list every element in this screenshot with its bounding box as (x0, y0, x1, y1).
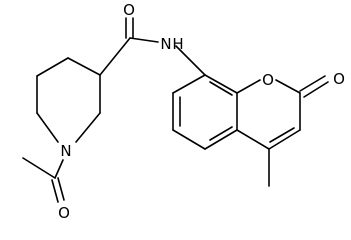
bond-amide-c-n (129, 37, 159, 43)
bond-benz-c7-c8 (204, 74, 238, 94)
molecule-structure: O N H N O O O (22, 1, 345, 222)
bond-lactone-carbonyl-a (299, 75, 326, 92)
atom-label-acetyl-oxygen: O (58, 204, 70, 222)
atom-labels: O N H N O O O (58, 1, 345, 222)
bond-ring-o-c2 (275, 79, 301, 94)
bond-c8-ring-o (236, 79, 261, 94)
atom-label-amide-oxygen: O (123, 1, 135, 19)
atom-label-amide-hydrogen: H (172, 35, 183, 53)
bond-benz-c8a-c4a (204, 129, 238, 150)
atom-label-ring-oxygen: O (262, 71, 274, 89)
bond-benz-c7-c8-inner (209, 81, 233, 96)
bond-c3-c4 (268, 129, 301, 150)
bond-benz-c6-c7 (172, 74, 206, 94)
bond-amide-c-ring (99, 37, 131, 76)
bond-lactone-carbonyl-b (303, 81, 329, 98)
bond-pip-c4-c3 (67, 57, 101, 76)
atom-label-lactone-oxygen: O (333, 70, 345, 88)
bond-pip-c1-n (36, 112, 59, 143)
bond-benz-c8a-c4a-inner (209, 126, 233, 141)
bond-c3-c4-inner (269, 127, 295, 143)
bond-acetyl-carbonyl-a (51, 179, 59, 203)
atom-label-amide-nitrogen: N (160, 35, 171, 53)
atom-label-piperidine-nitrogen: N (60, 142, 71, 160)
bonds (22, 17, 329, 203)
bond-acetyl-methyl (22, 157, 56, 179)
bond-acetyl-carbonyl-b (57, 177, 65, 201)
bond-pip-n-c6 (75, 112, 101, 143)
bond-n-acetyl-c (54, 159, 64, 179)
bond-pip-c3-c2 (36, 57, 69, 77)
bond-benz-c4a-c5 (172, 129, 206, 150)
bond-n-aryl (175, 45, 206, 76)
bond-c4-c4a (236, 129, 270, 150)
